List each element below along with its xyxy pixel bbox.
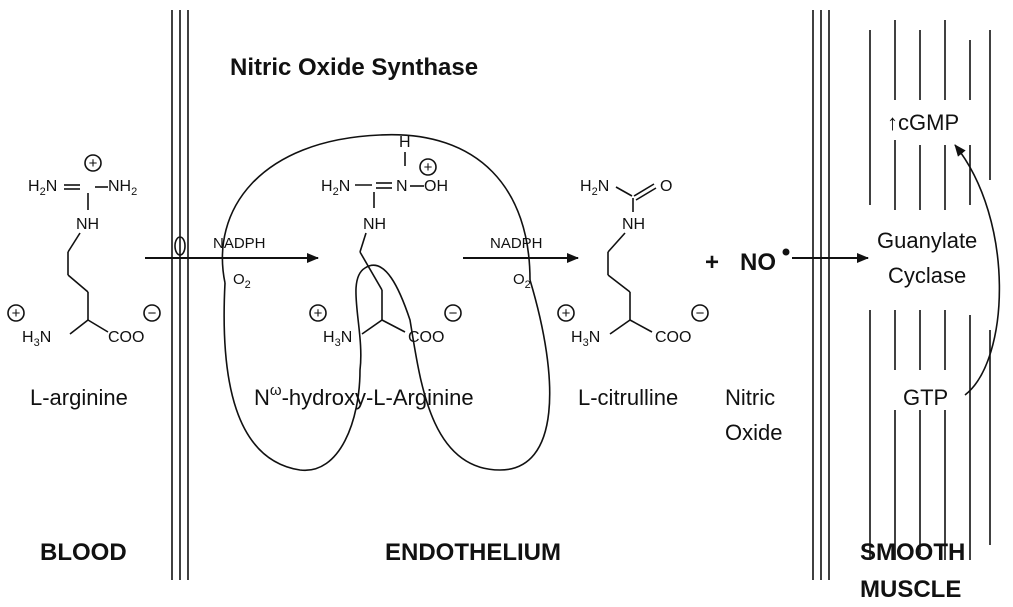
region-label-endothelium: ENDOTHELIUM <box>385 539 561 566</box>
cofactor-o2-1: O2 <box>233 271 251 291</box>
svg-text:+: + <box>562 305 571 322</box>
radical-dot <box>782 248 790 256</box>
svg-text:H3N: H3N <box>571 329 600 349</box>
cofactor-nadph-1: NADPH <box>213 235 266 252</box>
svg-text:N: N <box>396 178 408 195</box>
l-citrulline-structure: H2N O NH + H3N COO − <box>557 178 709 349</box>
enzyme-outline <box>221 133 551 471</box>
cofactor-nadph-2: NADPH <box>490 235 543 252</box>
svg-text:+: + <box>89 155 98 172</box>
svg-text:H2N: H2N <box>28 178 57 198</box>
svg-text:NH: NH <box>622 216 645 233</box>
label-cgmp: ↑cGMP <box>887 110 959 135</box>
compound-label-hydroxy-arginine: Nω-hydroxy-L-Arginine <box>254 382 474 410</box>
svg-text:+: + <box>424 159 433 176</box>
region-label-smooth: SMOOTH <box>860 539 965 566</box>
label-gtp: GTP <box>903 385 948 410</box>
cofactor-o2-2: O2 <box>513 271 531 291</box>
blood-endothelium-membrane <box>171 10 189 580</box>
arrow-gtp-to-cgmp <box>954 144 1001 396</box>
smooth-muscle-fibers <box>869 20 991 560</box>
label-cyclase: Cyclase <box>888 263 966 288</box>
svg-text:H3N: H3N <box>22 329 51 349</box>
label-guanylate: Guanylate <box>877 228 977 253</box>
svg-text:NH: NH <box>363 216 386 233</box>
label-nitric: Nitric <box>725 385 775 410</box>
svg-text:O: O <box>660 178 672 195</box>
svg-text:COO: COO <box>108 329 144 346</box>
compound-label-l-arginine: L-arginine <box>30 385 128 410</box>
endothelium-muscle-membrane <box>812 10 830 580</box>
svg-text:COO: COO <box>655 329 691 346</box>
l-arginine-structure: + H2N NH2 NH + H3N COO − <box>7 154 161 349</box>
svg-text:H3N: H3N <box>323 329 352 349</box>
svg-text:+: + <box>314 305 323 322</box>
svg-text:NH: NH <box>76 216 99 233</box>
svg-text:OH: OH <box>424 178 448 195</box>
svg-text:−: − <box>696 305 705 322</box>
svg-text:H: H <box>399 134 411 151</box>
hydroxy-arginine-structure: H H2N N + OH NH + H3N COO − <box>309 134 462 349</box>
svg-text:−: − <box>148 305 157 322</box>
region-label-blood: BLOOD <box>40 539 127 566</box>
arrow-arginine-to-hydroxy <box>145 236 319 263</box>
svg-text:−: − <box>449 305 458 322</box>
label-oxide: Oxide <box>725 420 782 445</box>
svg-text:+: + <box>12 305 21 322</box>
diagram-title: Nitric Oxide Synthase <box>230 54 478 81</box>
svg-text:H2N: H2N <box>321 178 350 198</box>
compound-label-l-citrulline: L-citrulline <box>578 385 678 410</box>
svg-text:NH2: NH2 <box>108 178 137 198</box>
region-label-muscle: MUSCLE <box>860 576 961 603</box>
no-radical-symbol: NO <box>740 249 776 276</box>
plus-sign: + <box>705 249 719 276</box>
svg-text:COO: COO <box>408 329 444 346</box>
svg-text:H2N: H2N <box>580 178 609 198</box>
